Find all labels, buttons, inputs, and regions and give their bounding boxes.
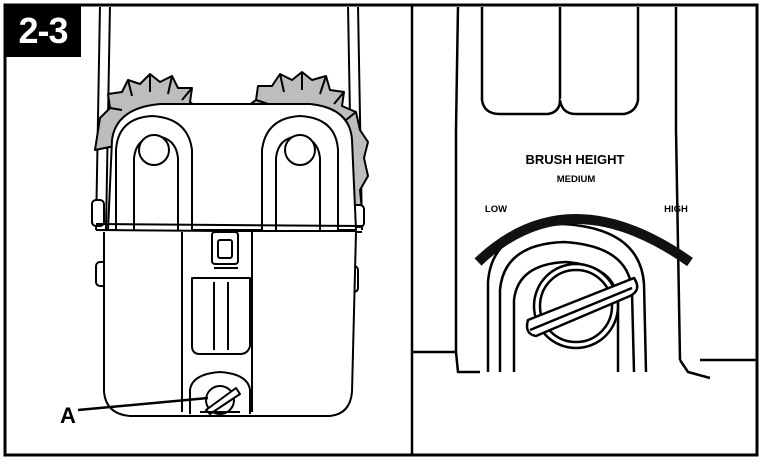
brush-height-title: BRUSH HEIGHT bbox=[526, 152, 625, 167]
left-panel-drawing bbox=[91, 7, 369, 417]
figure-frame bbox=[3, 3, 759, 457]
brush-height-medium-label: MEDIUM bbox=[557, 174, 596, 185]
housing-arch-right bbox=[261, 115, 339, 230]
figure-number-badge: 2-3 bbox=[5, 5, 81, 57]
callout-line-a bbox=[77, 396, 209, 412]
housing-arch-left bbox=[115, 115, 193, 230]
brush-height-arc bbox=[474, 214, 693, 267]
bag-window bbox=[191, 277, 251, 355]
knob-handle bbox=[525, 276, 639, 338]
handle-pole-left bbox=[95, 7, 101, 231]
right-panel-drawing bbox=[413, 7, 756, 380]
brush-height-low-label: LOW bbox=[485, 204, 507, 215]
callout-label-a: A bbox=[60, 403, 76, 428]
brush-height-high-label: HIGH bbox=[664, 204, 688, 215]
